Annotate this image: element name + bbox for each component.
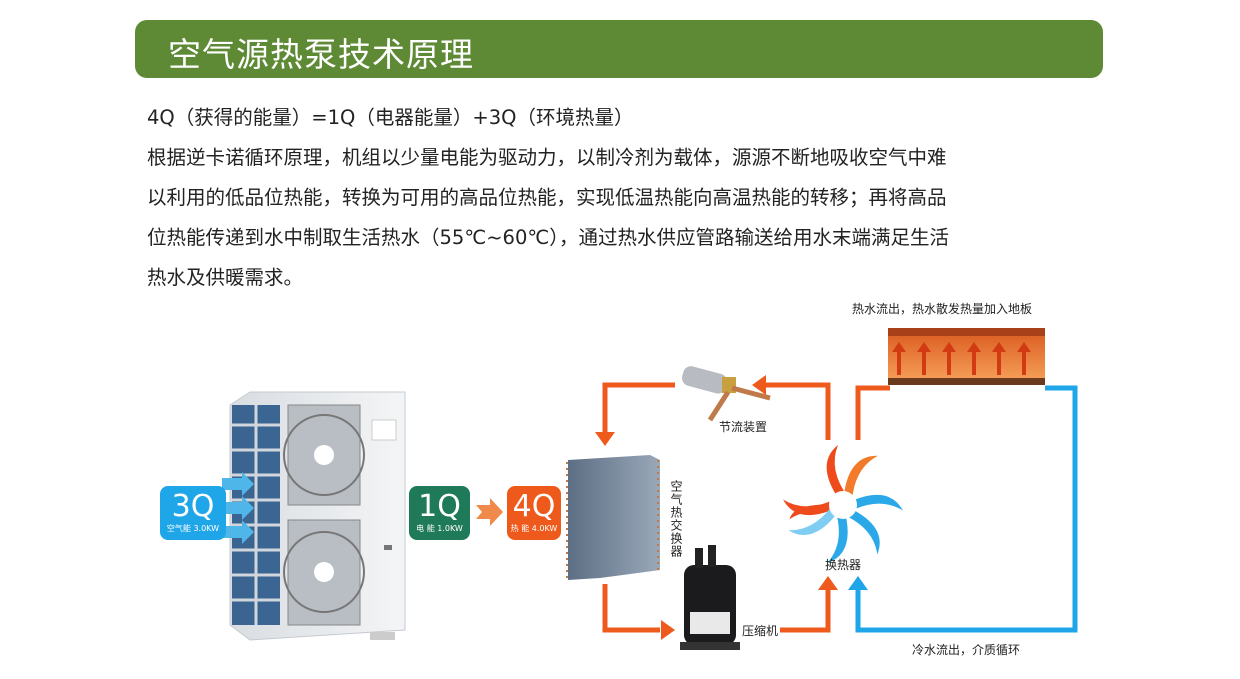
compressor-label: 压缩机 (742, 624, 779, 638)
q-value: 4Q (512, 489, 556, 524)
page-title: 空气源热泵技术原理 (168, 35, 474, 74)
water-loop (855, 385, 1078, 633)
electric-energy-box: 1Q 电 能 1.0KW (409, 486, 470, 540)
heat-energy-box: 4Q 热 能 4.0KW (507, 486, 561, 540)
cold-water-label: 冷水流出，介质循环 (912, 643, 1021, 657)
arrow-up-icon (848, 576, 868, 590)
intro-line: 热水及供暖需求。 (147, 266, 304, 289)
outdoor-unit-image (229, 391, 406, 641)
formula: 4Q（获得的能量）=1Q（电器能量）+3Q（环境热量） (147, 106, 634, 129)
hot-water-label: 热水流出，热水散发热量加入地板 (852, 302, 1033, 316)
arrow-up-icon (818, 576, 838, 590)
q-value: 1Q (418, 489, 461, 524)
q-caption: 电 能 1.0KW (416, 524, 463, 533)
compressor-image (680, 545, 740, 650)
refrigerant-loop (602, 382, 890, 633)
air-energy-box: 3Q 空气能 3.0KW (160, 486, 226, 540)
intro-line: 位热能传递到水中制取生活热水（55℃~60℃），通过热水供应管路输送给用水末端满… (147, 226, 950, 249)
q-value: 3Q (171, 489, 215, 524)
energy-flow-arrow (476, 498, 503, 526)
throttle-valve-image (681, 366, 771, 422)
heat-exchanger-swirl-icon (783, 445, 903, 564)
throttle-label: 节流装置 (719, 420, 768, 434)
q-caption: 空气能 3.0KW (166, 524, 220, 533)
arrow-down-icon (595, 432, 615, 446)
air-heat-exchanger-image (566, 455, 660, 580)
air-intake-arrows (222, 472, 254, 544)
q-caption: 热 能 4.0KW (510, 524, 558, 533)
title-banner: 空气源热泵技术原理 (135, 20, 1103, 78)
air-exchanger-label: 空气热交换器 (669, 480, 683, 558)
intro-line: 根据逆卡诺循环原理，机组以少量电能为驱动力，以制冷剂为载体，源源不断地吸收空气中… (147, 146, 947, 169)
heat-exchanger-label: 换热器 (825, 558, 862, 572)
arrow-right-icon (661, 620, 675, 640)
intro-line: 以利用的低品位热能，转换为可用的高品位热能，实现低温热能向高温热能的转移；再将高… (147, 186, 947, 209)
floor-heating-image (888, 328, 1045, 385)
arrow-left-icon (752, 375, 766, 395)
intro-text: 4Q（获得的能量）=1Q（电器能量）+3Q（环境热量） 根据逆卡诺循环原理，机组… (147, 98, 1087, 298)
